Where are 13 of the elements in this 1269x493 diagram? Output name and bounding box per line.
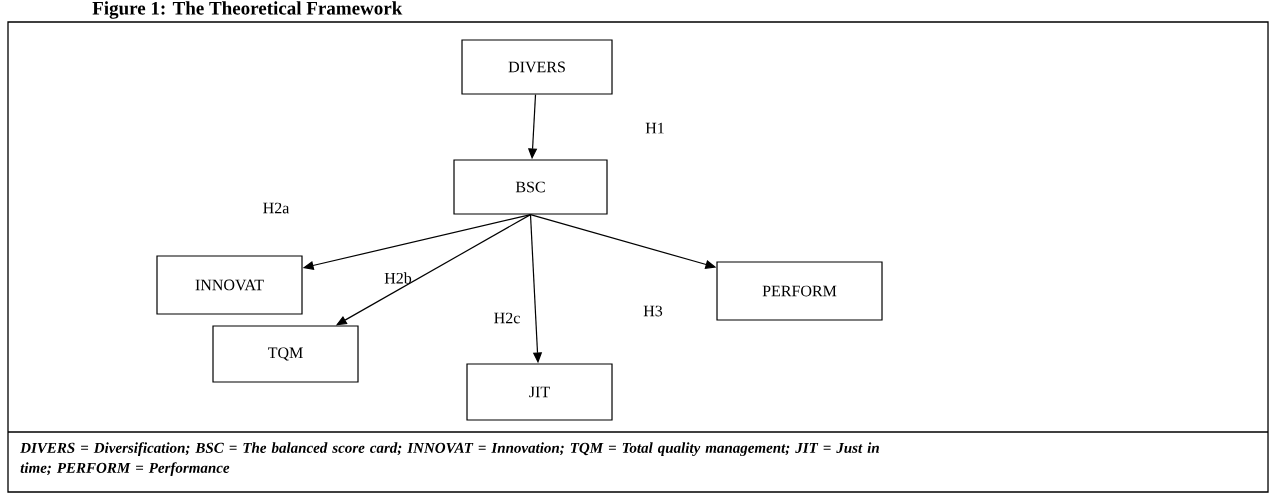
hypothesis-label: H3: [643, 305, 663, 317]
hypothesis-label: H1: [645, 122, 664, 134]
concept-box: BSC: [453, 159, 608, 215]
hypothesis-label: H2b: [384, 272, 412, 284]
concept-box: PERFORM: [716, 261, 883, 321]
concept-box: JIT: [466, 363, 613, 421]
hypothesis-label: H2c: [494, 312, 520, 324]
concept-box: DIVERS: [461, 39, 613, 95]
concept-box: TQM: [212, 325, 359, 383]
concept-box: INNOVAT: [156, 255, 303, 315]
caption: DIVERS = Diversification; BSC = The balanced score card; INNOVAT = Innovation; TQM = Total quality management; JIT = Just in time; PERFORM = Performance: [20, 442, 879, 476]
figure-title: Figure 1: The Theoretical Framework: [92, 1, 403, 19]
hypothesis-label: H2a: [263, 202, 290, 214]
